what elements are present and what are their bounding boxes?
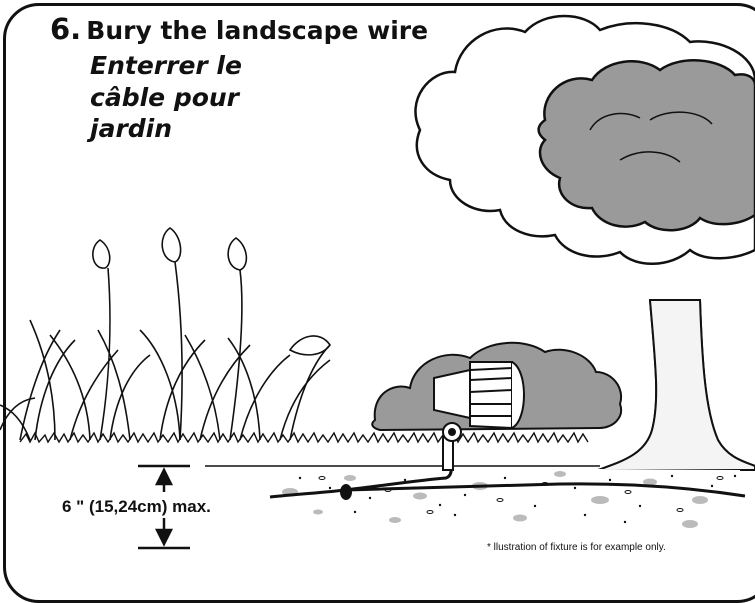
wire-connector: [340, 484, 352, 500]
footnote: * llustration of fixture is for example …: [487, 542, 666, 553]
spotlight-fixture: [433, 361, 525, 471]
soil-trench: [270, 467, 741, 528]
ground-grass-line: [19, 431, 600, 467]
tree-canopy-highlight: [589, 111, 713, 163]
landscape-wire-illustration: [0, 14, 755, 550]
step-number: 6.: [50, 12, 82, 46]
step-title-fr: Enterrer le câble pour jardin: [90, 51, 242, 143]
landscape-wire: [269, 459, 746, 499]
depth-dimension: [138, 464, 190, 550]
tree-canopy-front: [537, 59, 755, 232]
depth-label: 6 " (15,24cm) max.: [62, 497, 211, 516]
step-heading: 6. Bury the landscape wire Enterrer le c…: [50, 14, 428, 144]
tree: [414, 14, 755, 471]
grass-plants: [0, 227, 331, 441]
step-title-en: Bury the landscape wire: [86, 16, 429, 45]
tree-trunk-fill: [597, 299, 755, 471]
